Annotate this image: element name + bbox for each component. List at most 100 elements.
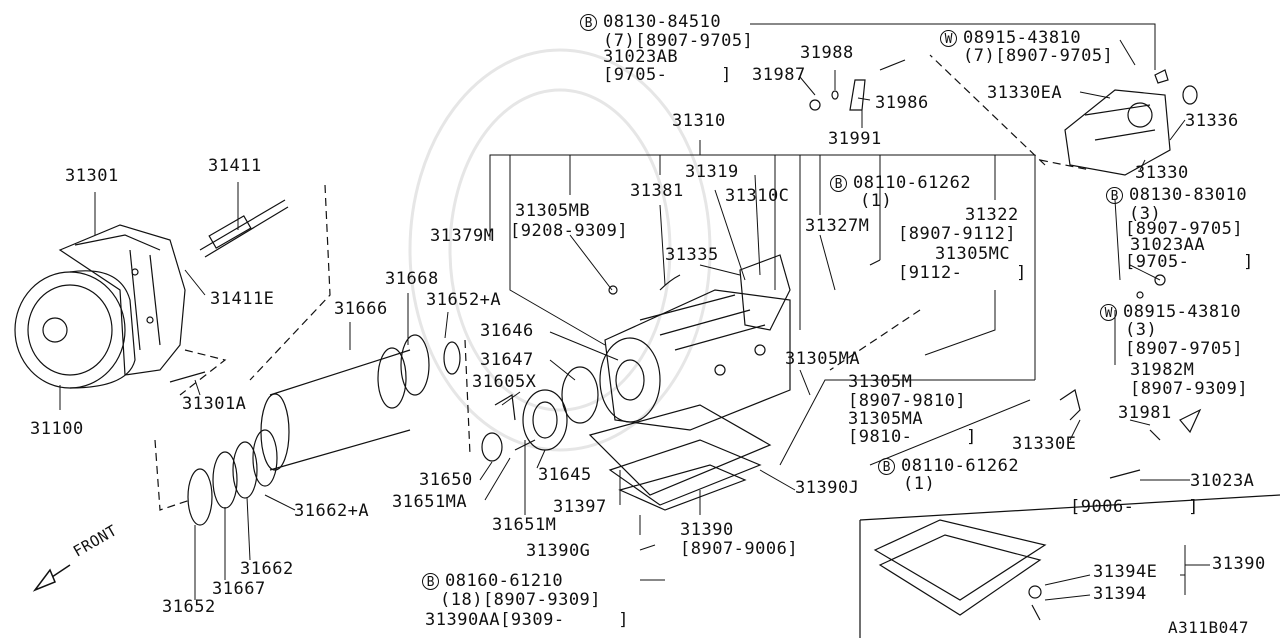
bolt-mark: B <box>1106 187 1123 204</box>
part-31605x-label: 31605X <box>472 372 537 392</box>
part-31322-label: 31322 <box>965 205 1019 225</box>
part-31650-label: 31650 <box>419 470 473 490</box>
part-31390j-label: 31390J <box>795 478 860 498</box>
part-31335-label: 31335 <box>665 245 719 265</box>
part-31379m-label: 31379M <box>430 226 495 246</box>
part-31666-label: 31666 <box>334 299 388 319</box>
inset-oil-pan <box>859 494 1280 638</box>
part-31411e-label: 31411E <box>210 289 275 309</box>
part-31981-label: 31981 <box>1118 403 1172 423</box>
part-31305ma-bottom-label: 31305MA <box>848 409 924 429</box>
washer-08915-43810-mid-qty: (3) <box>1125 320 1158 340</box>
part-31336-label: 31336 <box>1185 111 1239 131</box>
torque-converter <box>14 270 136 389</box>
small-parts-right <box>1059 274 1202 479</box>
bolt-08130-83010-date: [8907-9705] <box>1125 219 1244 239</box>
part-31330-label: 31330 <box>1135 163 1189 183</box>
part-31647-label: 31647 <box>480 350 534 370</box>
small-parts-top <box>608 59 906 295</box>
bolt-08130-83010-qty: (3) <box>1129 204 1162 224</box>
part-31305ma-right-label: 31305MA <box>785 349 861 369</box>
clutch-plates <box>187 334 461 526</box>
part-31652-label: 31652 <box>162 597 216 617</box>
part-31651m-label: 31651M <box>492 515 557 535</box>
part-31651ma-label: 31651MA <box>392 492 468 512</box>
bolt-mark: B <box>830 175 847 192</box>
washer-08915-43810-mid-date: [8907-9705] <box>1125 339 1244 359</box>
part-31305ma-bottom-date: [9810- ] <box>848 427 977 447</box>
extension-housing <box>1064 69 1198 176</box>
part-31023ab-date: [9705- ] <box>603 65 732 85</box>
part-31305m-date: [8907-9810] <box>848 391 967 411</box>
part-31988-label: 31988 <box>800 43 854 63</box>
part-31330e-label: 31330E <box>1012 434 1077 454</box>
part-31319-label: 31319 <box>685 162 739 182</box>
part-31330ea-label: 31330EA <box>987 83 1063 103</box>
clutch-drum <box>260 349 411 471</box>
part-31023ab-label: 31023AB <box>603 47 679 67</box>
reference-code: A311B047 <box>1168 618 1250 637</box>
bolt-mark: B <box>878 458 895 475</box>
bolt-08160-61210-qty: (18)[8907-9309] <box>440 590 602 610</box>
washer-mark: W <box>1100 304 1117 321</box>
part-31023aa-label: 31023AA <box>1130 235 1206 255</box>
part-31390-inset-label: 31390 <box>1212 554 1266 574</box>
washer-08915-43810-qty: (7)[8907-9705] <box>963 46 1114 66</box>
bolt-08130-84510-qty: (7)[8907-9705] <box>603 31 754 51</box>
part-31662-label: 31662 <box>240 559 294 579</box>
part-31381-label: 31381 <box>630 181 684 201</box>
part-31394-label: 31394 <box>1093 584 1147 604</box>
part-31991-label: 31991 <box>828 129 882 149</box>
bolt-08110-61262-bottom-label: 08110-61262 <box>901 456 1020 476</box>
part-31305mc-label: 31305MC <box>935 244 1011 264</box>
washer-08915-43810-label: 08915-43810 <box>963 28 1082 48</box>
part-31390-date: [8907-9006] <box>680 539 799 559</box>
part-31390g-label: 31390G <box>526 541 591 561</box>
oil-pan <box>588 404 772 511</box>
front-arrow <box>32 564 71 592</box>
bolt-08110-61262-qty: (1) <box>860 191 893 211</box>
part-31390aa-label: 31390AA[9309- ] <box>425 610 629 630</box>
bolt-08130-83010-label: 08130-83010 <box>1129 185 1248 205</box>
part-31645-label: 31645 <box>538 465 592 485</box>
part-31646-label: 31646 <box>480 321 534 341</box>
transmission-case <box>599 254 791 431</box>
bolt-08130-84510-label: 08130-84510 <box>603 12 722 32</box>
bolt-08110-61262-label: 08110-61262 <box>853 173 972 193</box>
bolt-mark: B <box>422 573 439 590</box>
part-31023a-label: 31023A <box>1190 471 1255 491</box>
part-31327m-label: 31327M <box>805 216 870 236</box>
part-31667-label: 31667 <box>212 579 266 599</box>
part-31394e-label: 31394E <box>1093 562 1158 582</box>
clutch-assembly <box>481 366 599 462</box>
input-shaft <box>199 199 289 258</box>
part-31305m-label: 31305M <box>848 372 913 392</box>
part-31982m-date: [8907-9309] <box>1130 379 1249 399</box>
washer-08915-43810-mid-label: 08915-43810 <box>1123 302 1242 322</box>
part-31652a-label: 31652+A <box>426 290 502 310</box>
converter-housing <box>58 224 186 376</box>
part-31301-label: 31301 <box>65 166 119 186</box>
leader-lines <box>59 23 1210 601</box>
part-31397-label: 31397 <box>553 497 607 517</box>
washer-mark: W <box>940 30 957 47</box>
part-31100-label: 31100 <box>30 419 84 439</box>
part-31305mb-date: [9208-9309] <box>510 221 629 241</box>
part-31322-date: [8907-9112] <box>898 224 1017 244</box>
bolt-31301a <box>169 371 206 383</box>
part-31305mb-label: 31305MB <box>515 201 591 221</box>
part-31662a-label: 31662+A <box>294 501 370 521</box>
inset-date-label: [9006- ] <box>1070 497 1199 517</box>
bolt-08110-61262-bottom-qty: (1) <box>903 474 936 494</box>
part-31310-label: 31310 <box>672 111 726 131</box>
part-31411-label: 31411 <box>208 156 262 176</box>
part-31986-label: 31986 <box>875 93 929 113</box>
bolt-mark: B <box>580 14 597 31</box>
part-31023aa-date: [9705- ] <box>1125 252 1254 272</box>
part-31668-label: 31668 <box>385 269 439 289</box>
part-31305mc-date: [9112- ] <box>898 263 1027 283</box>
bolt-08160-61210-label: 08160-61210 <box>445 571 564 591</box>
part-31982m-label: 31982M <box>1130 360 1195 380</box>
